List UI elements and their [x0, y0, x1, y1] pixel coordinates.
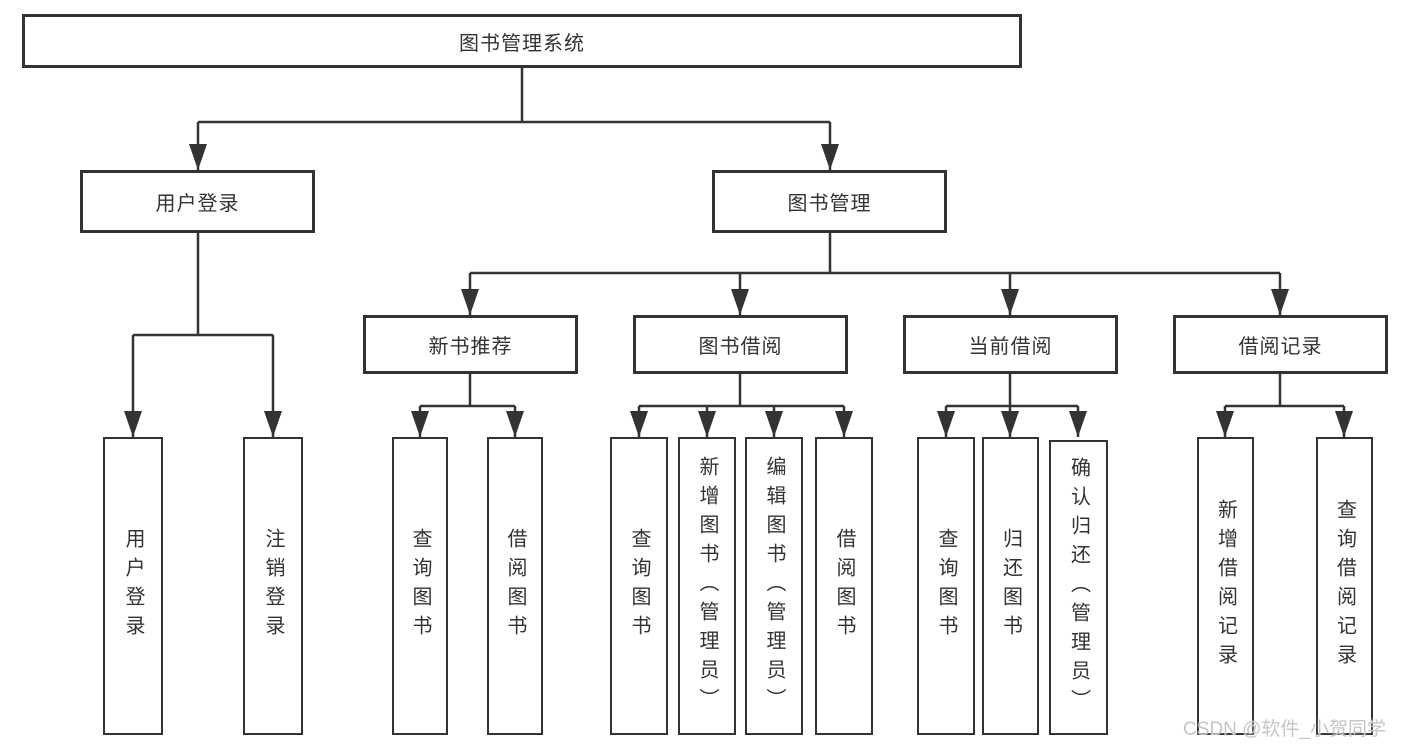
leaf-label: 编辑图书（管理员）: [763, 455, 785, 717]
csdn-watermark: CSDN @软件_小贺同学: [1183, 719, 1386, 740]
leaf-borrow-books-2: 借阅图书: [815, 437, 873, 735]
connector-root-branches: [189, 68, 839, 170]
leaf-query-books-3: 查询图书: [917, 437, 975, 735]
leaf-borrow-books-1: 借阅图书: [487, 437, 543, 735]
node-book-management: 图书管理: [712, 170, 947, 233]
leaf-label: 用户登录: [122, 528, 144, 644]
leaf-label: 注销登录: [262, 528, 284, 644]
leaf-label: 查询图书: [935, 528, 957, 644]
connector-mgmt-groups: [461, 233, 1289, 315]
connector-login-leaves: [124, 233, 282, 437]
leaf-logout: 注销登录: [243, 437, 303, 735]
node-book-borrow: 图书借阅: [633, 315, 848, 374]
leaf-add-book-admin: 新增图书（管理员）: [678, 437, 736, 735]
connector-group4-leaves: [1216, 374, 1353, 437]
leaf-label: 归还图书: [999, 528, 1022, 644]
leaf-return-book: 归还图书: [982, 437, 1039, 735]
leaf-query-borrow-record: 查询借阅记录: [1316, 437, 1373, 735]
node-current-borrow: 当前借阅: [903, 315, 1118, 374]
leaf-label: 查询图书: [409, 528, 431, 644]
leaf-label: 新增图书（管理员）: [696, 455, 718, 717]
connector-group3-leaves: [937, 374, 1087, 437]
leaf-label: 确认归还（管理员）: [1067, 457, 1090, 718]
node-root: 图书管理系统: [22, 14, 1022, 68]
leaf-query-books-1: 查询图书: [392, 437, 448, 735]
leaf-query-books-2: 查询图书: [610, 437, 668, 735]
leaf-confirm-return-admin: 确认归还（管理员）: [1049, 440, 1108, 735]
leaf-label: 新增借阅记录: [1214, 499, 1237, 673]
connector-group2-leaves: [630, 374, 853, 437]
connector-group1-leaves: [411, 374, 524, 437]
leaf-add-borrow-record: 新增借阅记录: [1197, 437, 1254, 735]
leaf-label: 借阅图书: [833, 528, 855, 644]
leaf-edit-book-admin: 编辑图书（管理员）: [745, 437, 803, 735]
leaf-label: 借阅图书: [504, 528, 526, 644]
leaf-label: 查询借阅记录: [1333, 499, 1356, 673]
node-new-book-recommend: 新书推荐: [363, 315, 578, 374]
node-borrow-records: 借阅记录: [1173, 315, 1388, 374]
leaf-user-login: 用户登录: [103, 437, 163, 735]
node-user-login: 用户登录: [80, 170, 315, 233]
leaf-label: 查询图书: [628, 528, 650, 644]
